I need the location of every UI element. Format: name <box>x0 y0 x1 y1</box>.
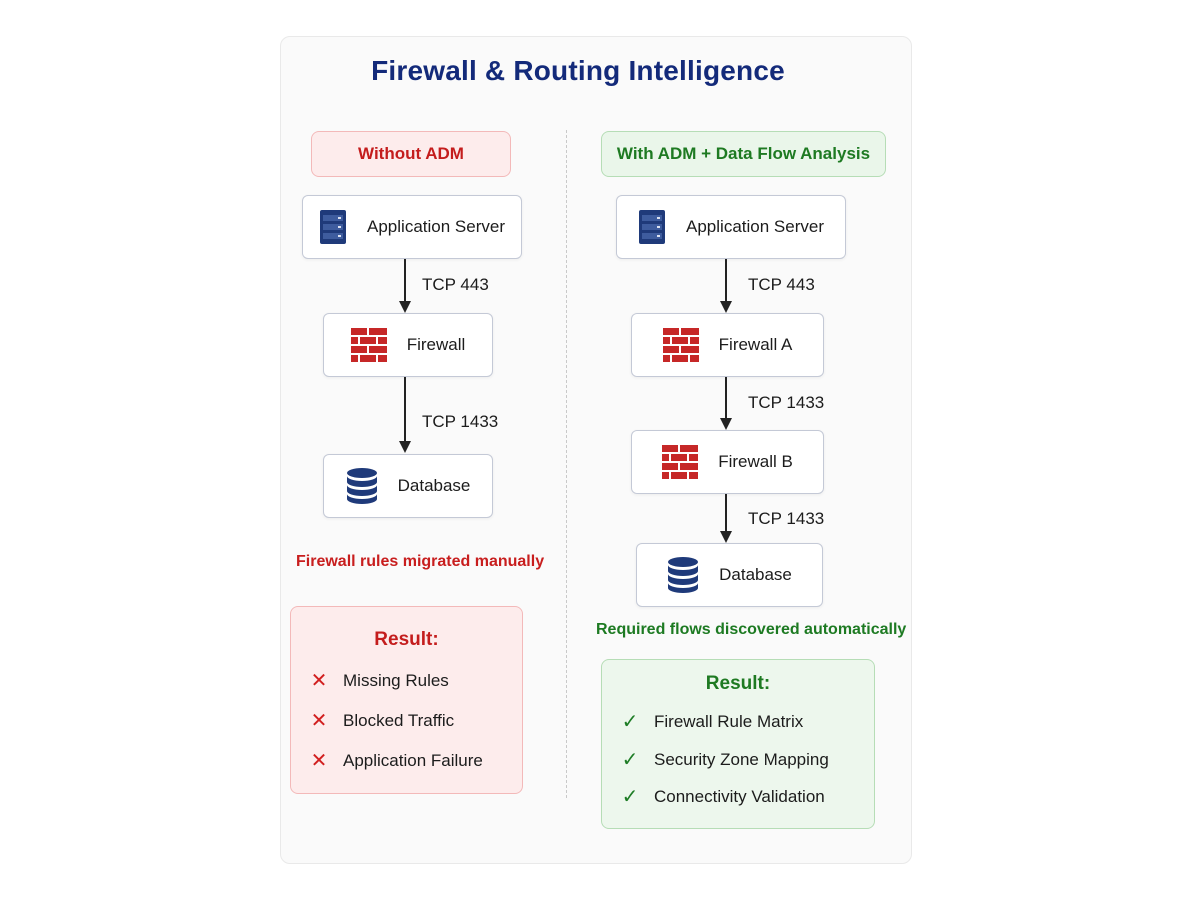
firewall-b-node: Firewall B <box>631 430 824 494</box>
check-icon: ✓ <box>621 711 639 733</box>
node-label: Firewall B <box>718 452 793 471</box>
result-item-label: Blocked Traffic <box>343 710 455 730</box>
result-title: Result: <box>374 629 439 650</box>
left-application-server-node: Application Server <box>302 195 522 259</box>
node-label: Database <box>397 476 471 495</box>
result-item-label: Firewall Rule Matrix <box>654 711 804 731</box>
port-label: TCP 1433 <box>748 393 825 412</box>
result-item: ✓ Security Zone Mapping <box>620 747 829 772</box>
firewall-icon <box>662 328 699 362</box>
flow-arrow <box>398 377 412 453</box>
diagram-title: Firewall & Routing Intelligence <box>371 55 785 86</box>
left-result-box: Result: ✕ Missing Rules ✕ Blocked Traffi… <box>290 606 523 794</box>
node-label: Firewall A <box>718 335 793 354</box>
flow-arrow <box>398 259 412 313</box>
port-label: TCP 443 <box>422 275 489 294</box>
flow-arrow <box>719 494 733 543</box>
left-firewall-node: Firewall <box>323 313 493 377</box>
node-label: Application Server <box>686 217 824 236</box>
database-icon <box>667 557 699 593</box>
left-database-node: Database <box>323 454 493 518</box>
result-item-label: Connectivity Validation <box>654 786 825 806</box>
right-database-node: Database <box>636 543 823 607</box>
server-icon <box>638 209 666 245</box>
manual-migration-note: Firewall rules migrated manually <box>296 553 545 570</box>
node-label: Database <box>719 565 792 584</box>
result-item: ✕ Blocked Traffic <box>309 708 455 733</box>
firewall-a-node: Firewall A <box>631 313 824 377</box>
result-item-label: Missing Rules <box>343 670 449 690</box>
result-item-label: Security Zone Mapping <box>654 749 829 769</box>
firewall-icon <box>350 328 387 362</box>
result-item-label: Application Failure <box>343 750 483 770</box>
without-adm-header: Without ADM <box>311 131 511 177</box>
right-result-box: Result: ✓ Firewall Rule Matrix ✓ Securit… <box>601 659 875 829</box>
x-icon: ✕ <box>310 670 328 692</box>
node-label: Firewall <box>406 335 466 354</box>
x-icon: ✕ <box>310 750 328 772</box>
flow-arrow <box>719 377 733 430</box>
flow-arrow <box>719 259 733 313</box>
result-item: ✓ Firewall Rule Matrix <box>620 709 804 734</box>
right-application-server-node: Application Server <box>616 195 846 259</box>
result-item: ✕ Application Failure <box>309 748 483 773</box>
port-label: TCP 443 <box>748 275 815 294</box>
result-item: ✕ Missing Rules <box>309 668 449 693</box>
result-item: ✓ Connectivity Validation <box>620 784 825 809</box>
auto-discovery-note: Required flows discovered automatically <box>596 621 907 638</box>
port-label: TCP 1433 <box>422 412 499 431</box>
node-label: Application Server <box>367 217 505 236</box>
with-adm-header: With ADM + Data Flow Analysis <box>601 131 886 177</box>
database-icon <box>346 468 378 504</box>
result-title: Result: <box>705 673 771 694</box>
check-icon: ✓ <box>621 749 639 771</box>
server-icon <box>319 209 347 245</box>
firewall-icon <box>662 445 699 479</box>
column-divider <box>566 130 567 798</box>
check-icon: ✓ <box>621 786 639 808</box>
x-icon: ✕ <box>310 710 328 732</box>
port-label: TCP 1433 <box>748 509 825 528</box>
